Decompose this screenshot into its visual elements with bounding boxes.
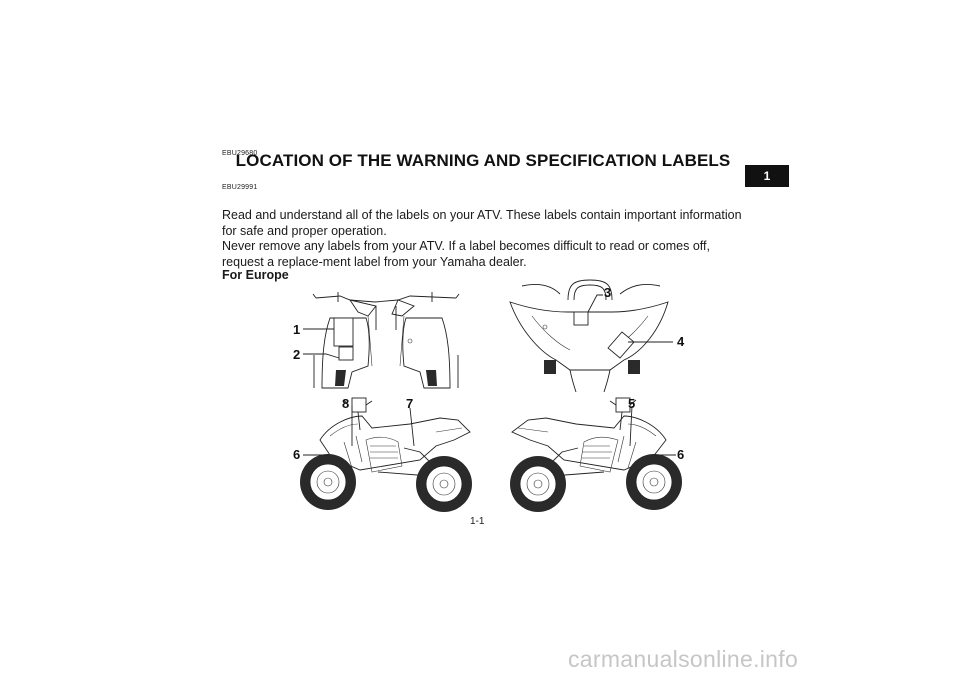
atv-side-view-right <box>510 397 682 512</box>
atv-side-view-left <box>300 397 472 512</box>
body-text: Read and understand all of the labels on… <box>222 208 752 270</box>
callout-4: 4 <box>677 334 685 349</box>
callout-6-right: 6 <box>677 447 684 462</box>
callout-5: 5 <box>628 396 635 411</box>
page-title: LOCATION OF THE WARNING AND SPECIFICATIO… <box>235 151 731 170</box>
paragraph-2: Never remove any labels from your ATV. I… <box>222 239 710 269</box>
page-number: 1-1 <box>470 516 485 527</box>
atv-rear-view <box>509 279 673 393</box>
callout-7: 7 <box>406 396 413 411</box>
subheading-region: For Europe <box>222 268 289 282</box>
chapter-tab[interactable]: 1 <box>745 165 789 187</box>
callout-3: 3 <box>604 285 611 300</box>
callout-6-left: 6 <box>293 447 300 462</box>
document-code-sub: EBU29991 <box>222 184 258 191</box>
document-code-top: EBU29680 <box>222 150 258 157</box>
callout-8: 8 <box>342 396 349 411</box>
callout-1: 1 <box>293 322 300 337</box>
watermark-text: carmanualsonline.info <box>568 646 799 672</box>
callout-2: 2 <box>293 347 300 362</box>
paragraph-1: Read and understand all of the labels on… <box>222 208 742 238</box>
atv-front-view <box>303 292 460 389</box>
